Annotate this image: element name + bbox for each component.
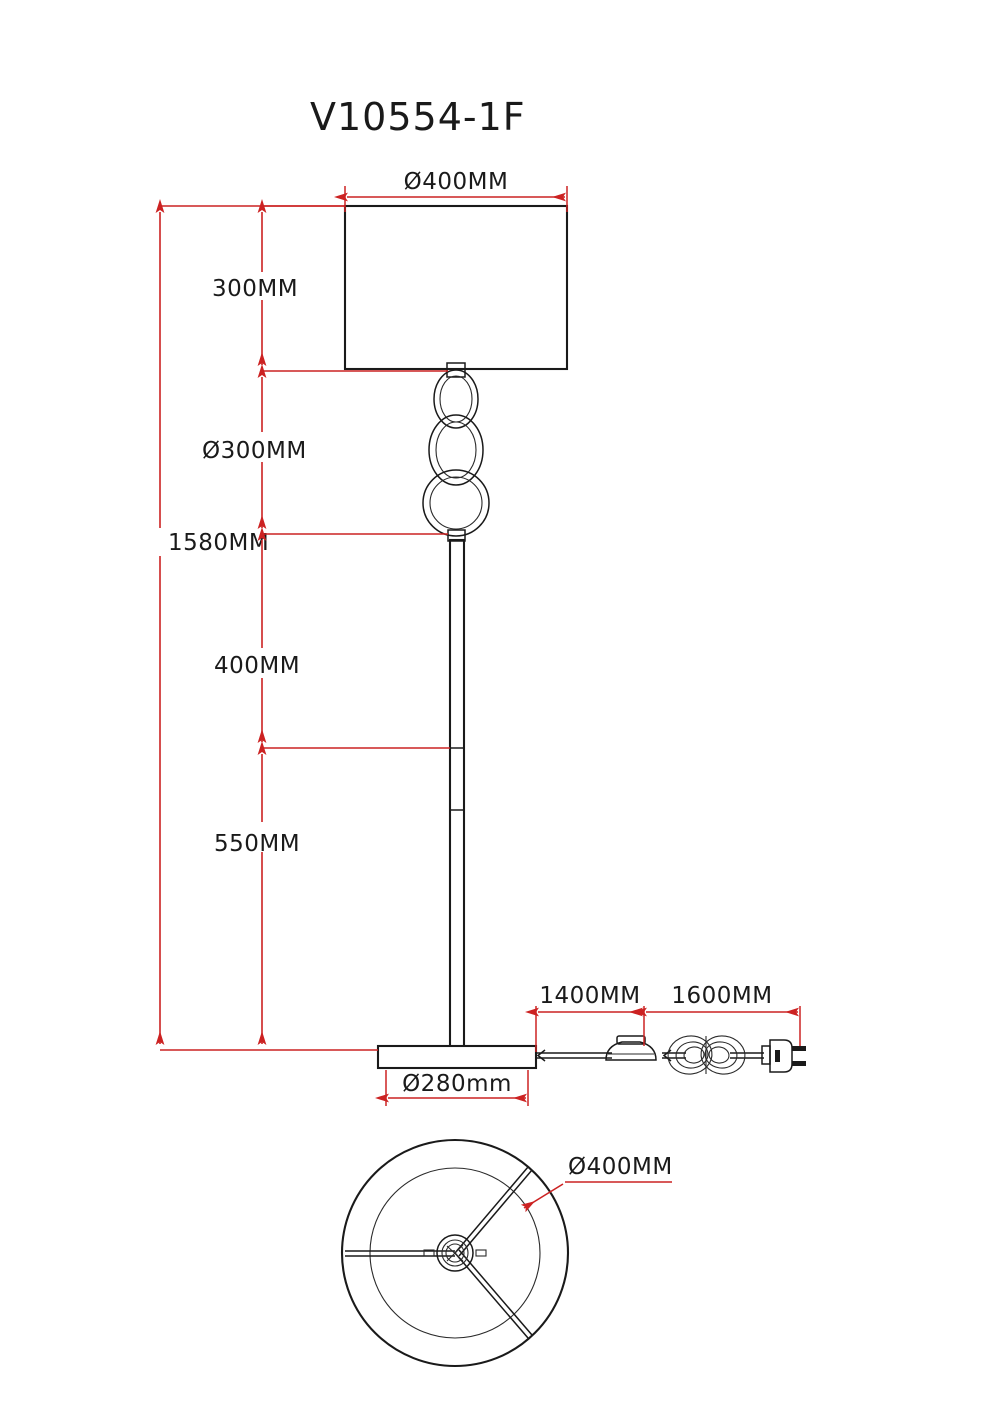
cord-coil-bundle (667, 1035, 746, 1075)
dim-upper-pole-segment: 400MM (214, 653, 300, 679)
dim-shade-diameter-plan: Ø400MM (568, 1154, 673, 1180)
dimension-annotations-elevation: Ø400MM 1580MM 300MM Ø300MM 400MM (155, 169, 801, 1106)
dim-shade-diameter-top: Ø400MM (404, 169, 509, 195)
drawing-title: V10554-1F (310, 95, 526, 139)
power-plug (761, 1039, 806, 1073)
shade-spokes (345, 1166, 533, 1339)
decorative-ring-stem (422, 369, 490, 537)
lamp-pole (448, 538, 466, 1050)
dim-lower-pole-segment: 550MM (214, 831, 300, 857)
dim-base-diameter: Ø280mm (402, 1071, 512, 1097)
dim-shade-height: 300MM (212, 276, 298, 302)
dim-overall-height: 1580MM (168, 530, 269, 556)
shade-socket-hub (423, 1234, 487, 1272)
shade-collar (446, 362, 466, 378)
dim-cord-to-switch: 1400MM (539, 983, 640, 1009)
lamp-shade (343, 204, 569, 371)
dim-switch-to-plug: 1600MM (671, 983, 772, 1009)
front-elevation-view (343, 204, 806, 1075)
dim-decorative-stem-height: Ø300MM (202, 438, 307, 464)
shade-plan-view: Ø400MM (340, 1138, 673, 1368)
lamp-base (376, 1044, 538, 1070)
foot-switch (605, 1035, 657, 1061)
